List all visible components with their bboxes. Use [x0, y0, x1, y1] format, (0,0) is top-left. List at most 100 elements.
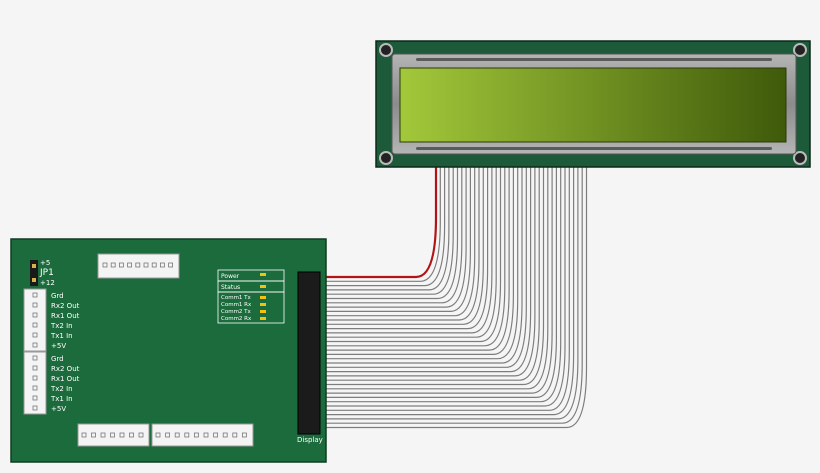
header-connector-bottom-left — [77, 423, 150, 447]
led-power — [260, 273, 266, 276]
pin — [203, 432, 209, 438]
ribbon-wire — [320, 167, 484, 325]
pin — [193, 432, 199, 438]
ribbon-wire-red — [320, 167, 438, 279]
ribbon-wire — [320, 167, 497, 338]
ribbon-wire — [320, 167, 480, 321]
pin — [110, 432, 115, 438]
pin — [32, 375, 38, 381]
pin — [222, 432, 228, 438]
pin — [119, 432, 125, 438]
pin — [32, 395, 38, 401]
pin — [127, 262, 132, 268]
pin — [232, 432, 238, 438]
ribbon-wire — [320, 167, 562, 403]
pin — [129, 432, 134, 438]
indicator-label-power: Power — [221, 273, 240, 280]
port-bottom-label: Rx1 Out — [51, 375, 80, 383]
port-top-labels: Grd Rx2 Out Rx1 Out Tx2 In Tx1 In +5V — [50, 292, 80, 350]
header-pins — [102, 262, 174, 268]
port-connector-top — [23, 288, 47, 352]
pin — [241, 432, 247, 438]
pin — [168, 262, 174, 268]
pin — [32, 312, 38, 318]
indicator-label-comm: Comm1 Rx — [221, 302, 252, 308]
pin — [135, 262, 141, 268]
mount-hole-icon — [379, 151, 393, 165]
ribbon-wire — [320, 167, 536, 377]
port-bottom-label: Tx2 In — [50, 385, 73, 393]
indicator-label-status: Status — [221, 284, 240, 291]
pin — [165, 432, 171, 438]
led-comm2-tx — [260, 310, 266, 313]
pin — [32, 385, 38, 391]
jumper-pin — [32, 278, 36, 282]
pin — [119, 262, 124, 268]
port-bottom-label: Grd — [51, 355, 64, 363]
ribbon-wire — [320, 167, 527, 368]
port-top-label: Tx1 In — [50, 332, 73, 340]
pin — [138, 432, 144, 438]
ribbon-wire — [320, 167, 502, 343]
ribbon-cable — [320, 167, 588, 429]
pin — [155, 432, 161, 438]
port-top-label: +5V — [51, 342, 66, 350]
port-bottom-label: Rx2 Out — [51, 365, 80, 373]
jumper-plus12-label: +12 — [40, 279, 55, 287]
pin — [32, 332, 38, 338]
ribbon-wire — [320, 167, 579, 420]
indicator-label-comm: Comm2 Rx — [221, 316, 252, 322]
pin — [159, 262, 165, 268]
led-comm2-rx — [260, 317, 266, 320]
indicator-panel: Power Status Comm1 Tx Comm1 Rx Comm2 Tx … — [217, 269, 285, 324]
mount-hole-icon — [793, 43, 807, 57]
pin — [102, 262, 108, 268]
ribbon-wire — [320, 167, 588, 429]
pin — [110, 262, 116, 268]
ribbon-wire — [320, 167, 450, 291]
ribbon-wire — [320, 167, 566, 407]
pin — [81, 432, 87, 438]
ribbon-wire — [320, 167, 553, 394]
pin — [100, 432, 106, 438]
jumper-name-label: JP1 — [39, 268, 54, 278]
port-connector-bottom — [23, 351, 47, 415]
ribbon-wire — [320, 167, 583, 424]
ribbon-wire — [320, 167, 519, 360]
pin — [91, 432, 96, 438]
ribbon-wire — [320, 167, 575, 416]
port-bottom-label: Tx1 In — [50, 395, 73, 403]
ribbon-wire — [320, 167, 570, 411]
pin — [32, 365, 38, 371]
port-top-label: Rx2 Out — [51, 302, 80, 310]
ribbon-wire — [320, 167, 510, 351]
ribbon-wire — [320, 167, 493, 334]
ribbon-wire — [320, 167, 506, 347]
lcd-module — [375, 40, 811, 168]
ribbon-wire — [320, 167, 446, 287]
ribbon-wire — [320, 167, 523, 364]
ribbon-wire — [320, 167, 489, 330]
ribbon-wire — [320, 167, 463, 304]
ribbon-wire — [320, 167, 471, 312]
pin — [151, 262, 157, 268]
ribbon-wire — [320, 167, 476, 317]
pin — [174, 432, 180, 438]
header-pins — [81, 432, 247, 438]
jumper-plus5-label: +5 — [40, 259, 50, 267]
ribbon-wire — [320, 167, 545, 386]
port-bottom-label: +5V — [51, 405, 66, 413]
pin — [32, 322, 38, 328]
indicator-label-comm: Comm1 Tx — [221, 295, 252, 301]
port-top-label: Tx2 In — [50, 322, 73, 330]
pin — [32, 405, 38, 411]
jumper-pin — [32, 264, 36, 268]
indicator-label-comm: Comm2 Tx — [221, 309, 252, 315]
port-top-label: Rx1 Out — [51, 312, 80, 320]
pin — [143, 262, 149, 268]
display-connector — [297, 271, 321, 435]
port-pins — [32, 292, 38, 411]
ribbon-wire — [320, 167, 514, 355]
led-comm1-rx — [260, 303, 266, 306]
